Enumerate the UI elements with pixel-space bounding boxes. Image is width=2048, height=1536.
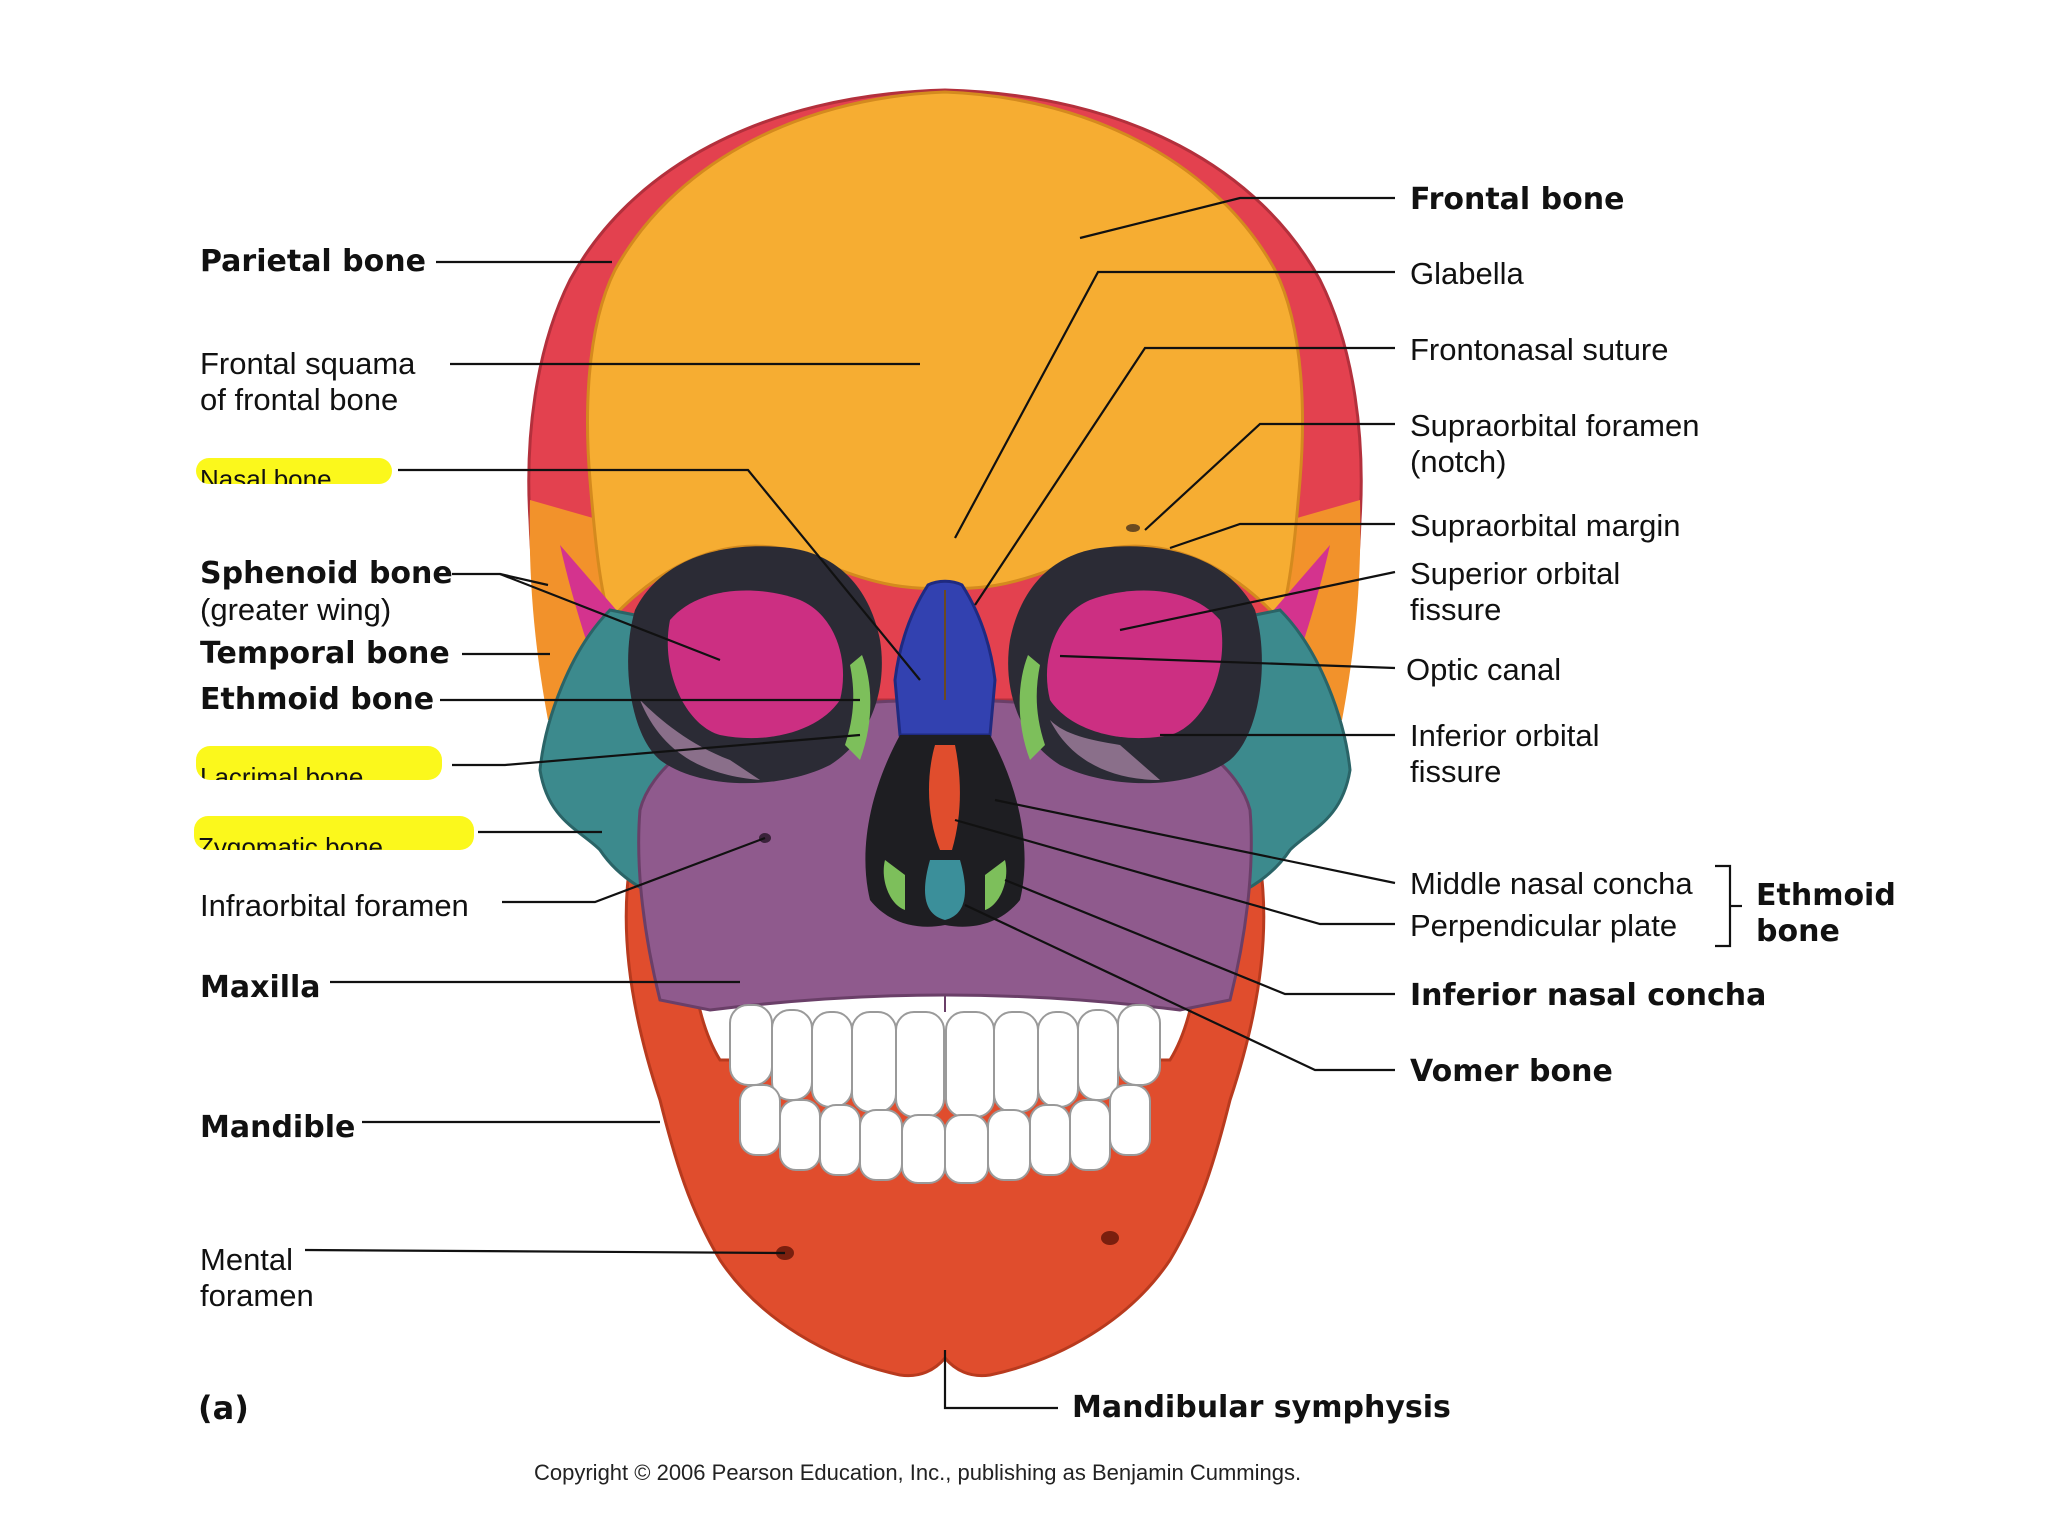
teeth [729,1004,1161,1184]
label-perpendicular-plate: Perpendicular plate [1410,908,1678,943]
label-maxilla: Maxilla [200,970,321,1005]
label-mandible: Mandible [200,1110,356,1145]
label-supraorbital-foramen: Supraorbital foramen (notch) [1410,408,1700,480]
highlighted-label-zygomatic-bone-text: Zygomatic bone [198,832,383,850]
label-optic-canal: Optic canal [1406,652,1562,687]
copyright-text: Copyright © 2006 Pearson Education, Inc.… [534,1460,1302,1485]
label-frontal-squama-line2: of frontal bone [200,382,399,417]
label-inferior-orbital-line2: fissure [1410,754,1502,789]
label-ethmoid-group: Ethmoid bone [1756,878,1896,950]
highlighted-label-zygomatic-bone: Zygomatic bone [194,816,474,850]
label-frontal-bone: Frontal bone [1410,182,1625,217]
highlighted-label-nasal-bone: Nasal bone [196,458,392,484]
vomer-shape [925,860,965,920]
highlighted-label-lacrimal-bone: Lacrimal bone [196,746,442,780]
label-supraorbital-margin: Supraorbital margin [1410,508,1681,543]
label-sphenoid: Sphenoid bone (greater wing) [200,556,453,628]
label-ethmoid-group-line1: Ethmoid [1756,878,1896,913]
label-ethmoid-bone: Ethmoid bone [200,682,435,717]
label-ethmoid-group-line2: bone [1756,914,1840,949]
lacrimal-shape [845,655,871,760]
label-vomer-bone: Vomer bone [1410,1054,1613,1089]
label-mandibular-symphysis: Mandibular symphysis [1072,1390,1451,1425]
supraorbital-notch [1126,524,1140,532]
label-inferior-nasal-concha: Inferior nasal concha [1410,978,1767,1013]
label-superior-orbital-fissure: Superior orbital fissure [1410,556,1620,628]
orbit-left-sphenoid [667,590,844,739]
label-sphenoid-line2: (greater wing) [200,592,392,627]
label-parietal-bone: Parietal bone [200,244,426,279]
label-mental-foramen-line1: Mental [200,1242,294,1277]
label-mental-foramen: Mental foramen [200,1242,314,1314]
label-middle-nasal-concha: Middle nasal concha [1410,866,1693,901]
label-supraorbital-foramen-line2: (notch) [1410,444,1507,479]
label-frontonasal-suture: Frontonasal suture [1410,332,1669,367]
label-sphenoid-line1: Sphenoid bone [200,556,453,591]
label-mental-foramen-line2: foramen [200,1278,314,1313]
label-inferior-orbital-fissure: Inferior orbital fissure [1410,718,1600,790]
label-infraorbital-foramen: Infraorbital foramen [200,888,469,923]
label-supraorbital-foramen-line1: Supraorbital foramen [1410,408,1700,443]
label-frontal-squama: Frontal squama of frontal bone [200,346,415,418]
label-inferior-orbital-line1: Inferior orbital [1410,718,1600,753]
label-temporal-bone: Temporal bone [200,636,450,671]
label-superior-orbital-line2: fissure [1410,592,1502,627]
leader-lines [304,196,1742,1410]
highlighted-label-lacrimal-bone-text: Lacrimal bone [200,762,364,780]
label-superior-orbital-line1: Superior orbital [1410,556,1621,591]
perpendicular-plate [928,745,960,850]
label-glabella: Glabella [1410,256,1524,291]
highlighted-label-nasal-bone-text: Nasal bone [200,464,332,484]
label-frontal-squama-line1: Frontal squama [200,346,416,381]
figure-label: (a) [198,1389,249,1427]
